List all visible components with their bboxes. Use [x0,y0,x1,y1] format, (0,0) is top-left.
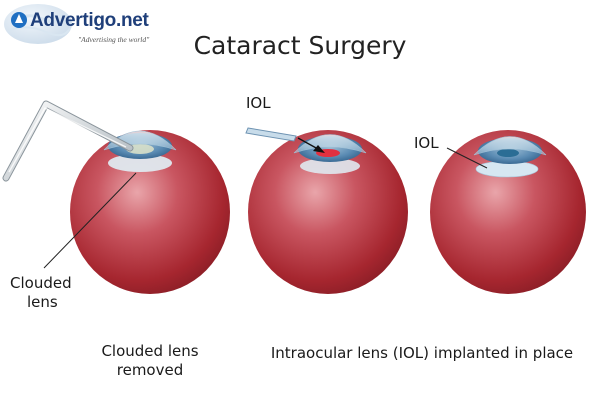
label-clouded-lens-line2: lens [27,292,58,311]
diagram-title: Cataract Surgery [193,31,407,60]
eye-iol-implanted [430,130,586,294]
label-iol-center: IOL [246,94,271,112]
surgical-probe [2,100,134,182]
caption-lens-removed-line1: Clouded lens [101,342,199,360]
iol-implant-strip [245,127,297,142]
caption-lens-removed: Clouded lens removed [80,342,220,380]
label-clouded-lens: Clouded lens [10,274,72,312]
label-iol-right: IOL [414,134,439,152]
caption-lens-removed-line2: removed [116,360,184,379]
watermark-slogan: "Advertising the world" [78,35,150,44]
iol-right-pointer [446,147,488,169]
cornea-dome [473,136,547,156]
eye-iol-insertion [248,130,408,294]
eye-clouded-lens-removed [70,130,230,294]
iol-insertion-arrow [297,137,319,150]
clouded-lens [108,154,172,172]
caption-iol-implanted: Intraocular lens (IOL) implanted in plac… [270,344,574,362]
watermark-logo-mark [15,14,23,23]
clouded-lens-pointer [43,172,137,269]
watermark-brand: Advertigo.net [30,10,149,31]
label-clouded-lens-line1: Clouded [10,274,72,292]
iol-inner [497,149,519,157]
iol-insertion-arrowhead [313,145,325,153]
